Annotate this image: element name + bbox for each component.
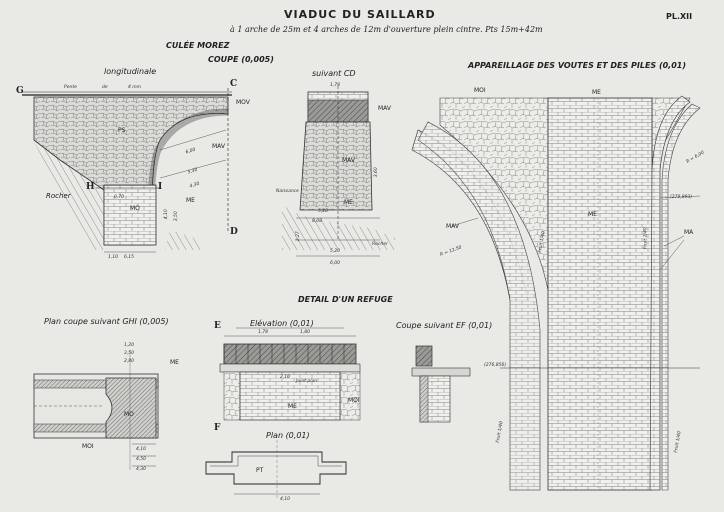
refuge-elevation [219, 327, 361, 421]
label-rocher-cd: Rocher [372, 242, 388, 247]
label-me-pier: ME [588, 211, 597, 218]
coupe-heading: COUPE (0,005) [208, 55, 274, 64]
plan-caption: Plan (0,01) [266, 431, 310, 440]
longitudinal-section [22, 88, 232, 253]
dimension-cd-top: 1,78 [330, 83, 341, 88]
section-cd-caption: suivant CD [312, 69, 356, 78]
dimension-base: 6,15 [124, 255, 135, 260]
refuge-plan [205, 440, 347, 500]
dimension-plan-width: 4,10 [280, 497, 291, 502]
section-cd [282, 86, 395, 257]
dimension-cd-side: 3,60 [373, 167, 379, 178]
section-letter-i: I [158, 182, 163, 192]
drawing-title: VIADUC DU SAILLARD [284, 8, 436, 21]
label-mov: MOV [236, 99, 250, 106]
coupe-ef-caption: Coupe suivant EF (0,01) [396, 321, 493, 330]
label-me-longitudinal: ME [186, 197, 195, 204]
label-pt: PT [256, 467, 264, 474]
dimension-height-2: 3,50 [173, 211, 179, 222]
label-ps: PS [118, 127, 126, 134]
refuge-detail-heading: DETAIL D'UN REFUGE [298, 295, 393, 304]
label-moi-elevation: MOI [348, 397, 360, 404]
label-me-elevation: ME [288, 403, 297, 410]
section-letter-c: C [230, 79, 238, 89]
label-mo-plan: MO [124, 411, 134, 418]
fruit-label-upper-right: Fruit 1/40 [643, 227, 649, 250]
slope-of-label: de [102, 85, 108, 90]
cote-left: (276,856) [484, 363, 507, 368]
label-moi-plan: MOI [82, 443, 94, 450]
label-mav-cd-top: MAV [378, 105, 392, 112]
longitudinal-caption: longitudinale [104, 67, 157, 76]
plate-number: PL.XII [666, 12, 693, 21]
label-me-plan: ME [170, 359, 179, 366]
dimension-plan-6: 4,30 [136, 467, 147, 472]
dimension-mo-top: 0,70 [114, 195, 125, 200]
dimension-elev-1: 1,78 [258, 330, 269, 335]
dimension-plan-2: 3,50 [124, 351, 135, 356]
dimension-cd-1: 5,20 [318, 209, 329, 214]
section-letter-e: E [214, 321, 221, 331]
slope-value: 4 mm [128, 85, 142, 90]
label-ma: MA [684, 229, 694, 236]
dimension-cd-2: 8,08 [312, 219, 323, 224]
label-mav-left: MAV [446, 223, 460, 230]
appareillage-heading: APPAREILLAGE DES VOUTES ET DES PILES (0,… [468, 61, 687, 70]
dimension-cd-3: 5,20 [330, 249, 341, 254]
dimension-plan-1: 1,20 [124, 343, 135, 348]
dimension-elev-3: 2,10 [280, 375, 291, 380]
label-me-top: ME [592, 89, 601, 96]
dimension-cd-4: 6,00 [330, 261, 341, 266]
label-mav-cd: MAV [342, 157, 356, 164]
dimension-height-1: 4,10 [163, 209, 169, 220]
label-rocher-left: Rocher [46, 192, 71, 200]
dimension-cd-height: 2,27 [295, 231, 301, 242]
drawing-subtitle: à 1 arche de 25m et 4 arches de 12m d'ou… [230, 25, 543, 34]
label-joint-plan: Joint plan [296, 379, 318, 384]
label-mav-longitudinal: MAV [212, 143, 226, 150]
dimension-elev-2: 1,80 [300, 330, 311, 335]
elevation-caption: Elévation (0,01) [250, 319, 314, 328]
section-letter-d: D [230, 227, 238, 237]
dimension-base-left: 1,10 [108, 255, 119, 260]
dimension-plan-5: 4,50 [136, 457, 147, 462]
cote-upper: (279,893) [670, 195, 693, 200]
section-letter-f: F [214, 423, 221, 433]
section-letter-h: H [86, 182, 95, 192]
section-ef [411, 345, 471, 423]
plan-section-ghi [33, 350, 159, 470]
plan-coupe-caption: Plan coupe suivant GHI (0,005) [44, 317, 169, 326]
label-me-cd: ME [344, 199, 353, 206]
dimension-plan-3: 2,80 [124, 359, 135, 364]
label-moi-top: MOI [474, 87, 486, 94]
masonry-bonding-view [411, 95, 701, 491]
section-letter-g: G [16, 86, 24, 96]
label-naissance: Naissance [276, 189, 299, 194]
dimension-plan-4: 4,10 [136, 447, 147, 452]
label-mo-longitudinal: MO [130, 205, 140, 212]
culee-heading: CULÉE MOREZ [166, 41, 230, 50]
slope-label: Pente [64, 85, 77, 90]
